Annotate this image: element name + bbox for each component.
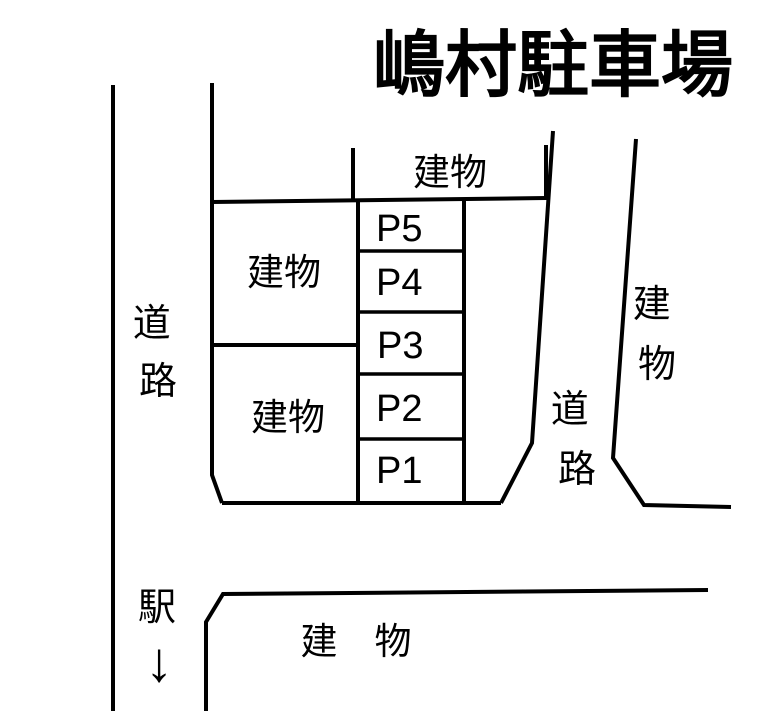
building-right-label-char: 建: [633, 284, 671, 326]
building-top-label: 建物: [413, 152, 487, 193]
bottom-building-outline-line: [204, 588, 709, 711]
right-road-east-edge-line: [610, 138, 732, 509]
building-bottom-label: 建 物: [301, 621, 412, 662]
building-left-upper-label: 建物: [247, 252, 321, 293]
stall-label-p3: P3: [377, 325, 423, 367]
building-right-label: 建 物: [633, 284, 682, 386]
station-down-arrow-icon: ↓: [145, 630, 173, 693]
road-left-label-char: 道: [133, 303, 171, 345]
stall-label-p1: P1: [376, 450, 422, 492]
road-right-label: 道 路: [551, 389, 600, 491]
lot-north-boundary-line: [211, 196, 547, 204]
station-label: 駅: [138, 587, 176, 629]
road-left-label-char: 路: [139, 361, 177, 403]
road-left-label: 道 路: [133, 303, 182, 403]
stall-label-p2: P2: [376, 388, 422, 430]
road-right-label-char: 路: [558, 449, 596, 491]
road-right-label-char: 道: [551, 389, 589, 431]
stall-label-p4: P4: [376, 262, 422, 304]
right-road-west-edge-line: [499, 130, 555, 504]
lot-west-boundary-line: [210, 83, 224, 504]
stall-label-p5: P5: [376, 208, 422, 250]
building-left-lower-label: 建物: [251, 397, 325, 438]
map-title: 嶋村駐車場: [373, 26, 733, 106]
building-right-label-char: 物: [638, 344, 676, 386]
